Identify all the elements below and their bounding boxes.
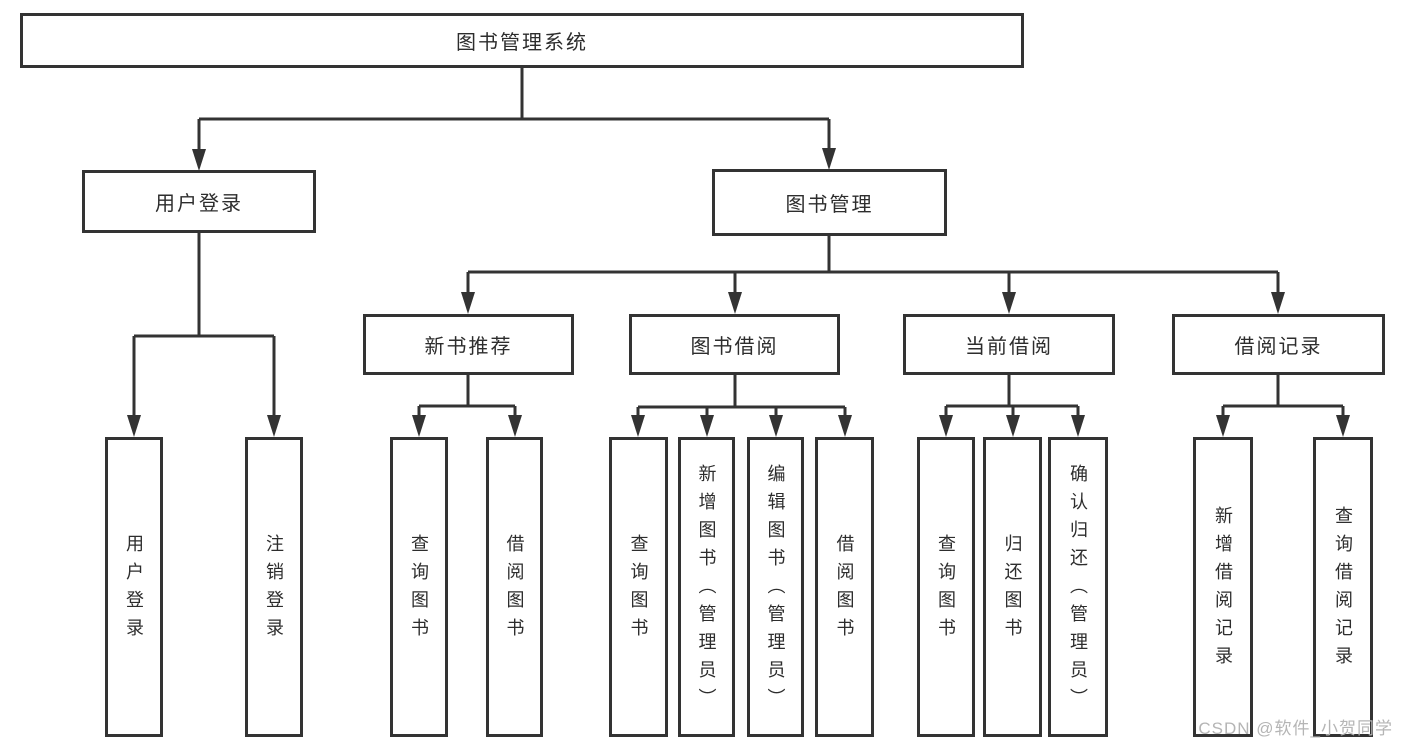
leaf-borrow-borrow-book: 借阅图书 [815, 437, 874, 737]
node-book-management: 图书管理 [712, 169, 947, 236]
leaf-current-return-book: 归还图书 [983, 437, 1042, 737]
leaf-borrow-add-book-admin: 新增图书（管理员） [678, 437, 735, 737]
node-current-borrow: 当前借阅 [903, 314, 1115, 375]
leaf-user-login: 用户登录 [105, 437, 163, 737]
node-new-book-recommend: 新书推荐 [363, 314, 574, 375]
leaf-records-query-record: 查询借阅记录 [1313, 437, 1373, 737]
leaf-current-confirm-return-admin: 确认归还（管理员） [1048, 437, 1108, 737]
leaf-recommend-query-book: 查询图书 [390, 437, 448, 737]
leaf-recommend-borrow-book: 借阅图书 [486, 437, 543, 737]
leaf-current-query-book: 查询图书 [917, 437, 975, 737]
leaf-borrow-query-book: 查询图书 [609, 437, 668, 737]
watermark-text: CSDN @软件_小贺同学 [1198, 719, 1393, 738]
leaf-logout-login: 注销登录 [245, 437, 303, 737]
leaf-records-add-record: 新增借阅记录 [1193, 437, 1253, 737]
node-user-login: 用户登录 [82, 170, 316, 233]
node-borrow-records: 借阅记录 [1172, 314, 1385, 375]
leaf-borrow-edit-book-admin: 编辑图书（管理员） [747, 437, 804, 737]
node-book-borrow: 图书借阅 [629, 314, 840, 375]
node-root: 图书管理系统 [20, 13, 1024, 68]
